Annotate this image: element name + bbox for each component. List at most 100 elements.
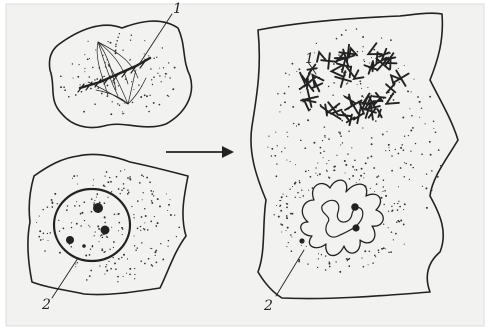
stipple-dot [150,190,152,192]
stipple-dot [364,61,365,62]
stipple-dot [176,236,177,237]
stipple-dot [298,68,300,70]
stipple-dot [156,57,157,58]
stipple-dot [288,86,289,87]
stipple-dot [144,263,146,265]
stipple-dot [277,145,278,146]
stipple-dot [383,224,384,225]
stipple-dot [153,191,154,192]
stipple-dot [147,229,149,231]
stipple-dot [166,193,167,194]
stipple-dot [382,133,384,135]
stipple-dot [141,242,142,243]
stipple-dot [47,206,49,208]
stipple-dot [351,147,352,148]
stipple-dot [123,113,124,114]
stipple-dot [290,213,292,215]
stipple-dot [275,132,276,133]
stipple-dot [134,274,135,275]
stipple-dot [112,101,113,102]
stipple-dot [375,120,377,122]
stipple-dot [345,172,346,173]
stipple-dot [279,200,280,201]
stipple-dot [301,245,302,246]
stipple-dot [383,186,384,187]
stipple-dot [291,250,293,252]
stipple-dot [359,179,360,180]
stipple-dot [391,170,393,172]
stipple-dot [109,177,110,178]
stipple-dot [73,175,75,177]
stipple-dot [118,222,120,224]
stipple-dot [342,142,343,143]
stipple-dot [373,49,375,51]
stipple-dot [398,153,400,155]
stipple-dot [363,177,364,178]
stipple-dot [383,179,385,181]
stipple-dot [398,186,399,187]
stipple-dot [328,160,329,161]
stipple-dot [144,40,145,41]
stipple-dot [367,157,369,159]
stipple-dot [287,227,289,229]
stipple-dot [117,276,119,278]
stipple-dot [155,250,157,252]
stipple-dot [339,271,341,273]
stipple-dot [325,269,327,271]
stipple-dot [134,245,135,246]
stipple-dot [166,73,167,74]
stipple-dot [167,210,168,211]
stipple-dot [276,163,277,164]
stipple-dot [381,248,383,250]
stipple-dot [84,220,85,221]
stipple-dot [161,81,162,82]
stipple-dot [286,217,288,219]
stipple-dot [106,236,108,238]
stipple-dot [71,222,72,223]
stipple-dot [170,199,171,200]
stipple-dot [408,135,409,136]
stipple-dot [155,225,157,227]
stipple-dot [104,222,106,224]
label-1-metaphase: 1 [173,2,182,16]
stipple-dot [356,169,358,171]
stipple-dot [91,211,93,213]
stipple-dot [326,163,327,164]
stipple-dot [363,59,364,60]
stipple-dot [284,92,286,94]
stipple-dot [336,155,337,156]
paper-panel [6,4,484,326]
stipple-dot [404,244,405,245]
stipple-dot [153,102,155,104]
stipple-dot [381,197,383,199]
stipple-dot [284,101,286,103]
stipple-dot [100,235,101,236]
stipple-dot [278,216,280,218]
stipple-dot [66,209,68,211]
stipple-dot [159,68,160,69]
stipple-dot [433,121,435,123]
stipple-dot [369,250,371,252]
stipple-dot [383,204,384,205]
stipple-dot [399,206,401,208]
stipple-dot [390,251,392,253]
stipple-dot [107,197,108,198]
stipple-dot [394,203,395,204]
stipple-dot [357,84,358,85]
stipple-dot [118,188,120,190]
stipple-dot [404,136,405,137]
stipple-dot [146,177,148,179]
stipple-dot [68,96,70,98]
stipple-dot [141,174,143,176]
stipple-dot [373,167,375,169]
stipple-dot [398,68,399,69]
stipple-dot [101,234,103,236]
stipple-dot [280,210,282,212]
stipple-dot [110,268,112,270]
stipple-dot [363,97,364,98]
stipple-dot [72,178,73,179]
stipple-dot [149,181,151,183]
stipple-dot [281,231,282,232]
stipple-dot [320,147,322,149]
stipple-dot [318,258,319,259]
